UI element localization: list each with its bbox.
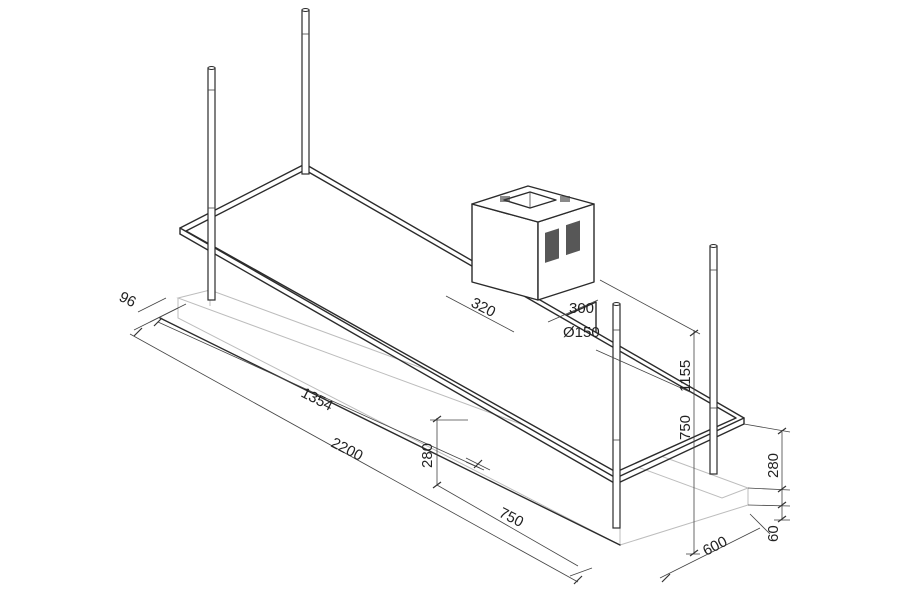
vent-grille-right xyxy=(566,220,580,256)
suspension-rod-back-right xyxy=(301,8,310,175)
dimension-ticks xyxy=(133,317,787,585)
dimension-60: 60 xyxy=(765,525,782,542)
vent-grille-top-left xyxy=(500,196,570,202)
chimney-upper xyxy=(471,185,595,301)
suspension-frame xyxy=(179,163,745,485)
suspension-rod-front-right xyxy=(709,244,718,475)
dimension-300: 300 xyxy=(569,300,594,317)
dimension-280-right: 280 xyxy=(765,453,782,478)
dimension-1155: 1155 xyxy=(677,360,694,392)
dimension-1354: 1354 xyxy=(298,384,335,414)
vent-grille-left xyxy=(545,228,559,263)
dimension-280-left: 280 xyxy=(419,443,436,468)
dimension-dia150: Ø150 xyxy=(563,324,600,341)
dimension-96: 96 xyxy=(116,288,139,311)
dimension-750-bottom: 750 xyxy=(496,504,526,531)
dimension-750-vertical: 750 xyxy=(677,415,694,440)
suspension-rod-back-left xyxy=(207,66,216,301)
suspension-rod-front-left xyxy=(612,302,621,529)
dimension-2200: 2200 xyxy=(328,434,365,464)
dimension-lines xyxy=(129,279,791,583)
